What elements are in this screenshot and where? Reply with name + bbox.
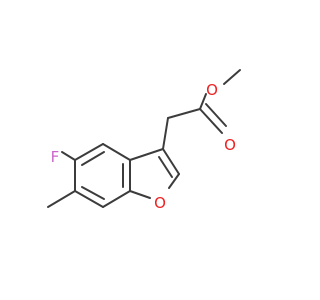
bond-ch2-carbonyl <box>167 108 201 119</box>
structure-canvas: F O O O <box>47 69 241 212</box>
bond-c3a-c3 <box>129 148 164 161</box>
bond-o1-c7a <box>129 190 151 199</box>
bond-c3a-c4 <box>102 143 131 161</box>
ester-oxygen-atom-label: O <box>206 81 218 99</box>
molecule-drawing: F O O O <box>47 69 241 212</box>
bond-c6-c7-double <box>81 186 105 200</box>
bond-c7-c7a <box>102 190 131 208</box>
bond-carbonyl-oxygen <box>199 108 223 134</box>
bond-c3-c2 <box>162 148 180 175</box>
bond-c3-ch2 <box>162 117 169 150</box>
bond-c5-f <box>61 151 76 161</box>
bond-c4-c5-double <box>81 151 105 166</box>
ring-oxygen-atom-label: O <box>154 194 166 212</box>
bond-c3-c2-double <box>158 156 173 178</box>
bond-c2-o1 <box>168 173 180 189</box>
bond-carbonyl-oxygen-double <box>205 103 227 127</box>
carbonyl-oxygen-atom-label: O <box>224 136 236 154</box>
bond-c4-c5 <box>74 143 104 161</box>
bond-c6-c7 <box>74 190 104 208</box>
bond-ester-o-methyl <box>223 69 241 85</box>
bond-c6-methyl <box>47 190 76 208</box>
bond-carbonyl-ester-o <box>199 93 207 110</box>
fluorine-atom-label: F <box>51 148 60 166</box>
